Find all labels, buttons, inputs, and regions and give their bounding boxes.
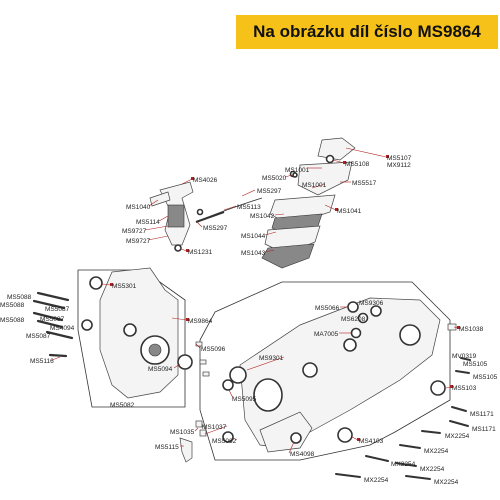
oring-ms5108 (325, 154, 335, 164)
part-label-ms5297b: MS5297 (203, 225, 228, 232)
part-label-ms5087c: MS5087 (26, 333, 51, 340)
part-label-ms5087b: MS5087 (40, 316, 65, 323)
part-label-ms1001b: MS1001 (302, 182, 327, 189)
part-label-ms1037: MS1037 (202, 424, 227, 431)
part-label-ms5082: MS5082 (110, 402, 135, 409)
seal-ma7005 (350, 327, 362, 339)
part-label-mv0319: MV0319 (452, 353, 477, 360)
left-bolt-group (32, 291, 74, 358)
part-label-ms1043: MS1043 (241, 250, 266, 257)
part-label-ms1042: MS1042 (250, 213, 275, 220)
part-label-ms1040: MS1040 (126, 204, 151, 211)
cable-nut-ms5297 (196, 208, 204, 216)
bolt-ms1231 (174, 244, 182, 252)
part-label-ms1041: MS1041 (337, 208, 362, 215)
throttle-cable-end (195, 211, 225, 223)
bearing-ms5066 (347, 301, 359, 313)
bearing-ms5103 (430, 380, 446, 396)
part-label-mx9112: MX9112 (387, 162, 411, 169)
part-label-ms6208: MS6208 (341, 316, 366, 323)
part-label-ms5107: MS5107 (387, 155, 412, 162)
part-label-ms5116: MS5116 (30, 358, 54, 365)
right-crankcase-half (239, 297, 441, 449)
left-case-boss (123, 323, 137, 337)
left-case-bore-inner (148, 343, 162, 357)
part-label-ms9727b: MS9727 (126, 238, 151, 245)
left-crankcase-half (99, 267, 179, 399)
part-label-ms5297a: MS5297 (257, 188, 282, 195)
part-label-ms4026: MS4026 (193, 177, 218, 184)
part-label-ms1171a: MS1171 (470, 411, 494, 418)
part-label-mx2254f: MX2254 (434, 479, 459, 486)
reed-valve-stack (261, 137, 356, 269)
part-label-ms5087a: MS5087 (45, 306, 70, 313)
part-label-ms5088b: MS5088 (0, 302, 25, 309)
part-label-ms5115: MS5115 (155, 444, 179, 451)
part-label-ms1044: MS1044 (241, 233, 266, 240)
part-label-ms4098: MS4098 (290, 451, 315, 458)
part-label-ms1231: MS1231 (188, 249, 213, 256)
bolt-ms5020 (292, 172, 298, 178)
seal-ms4094 (81, 319, 93, 331)
banner-text: Na obrázku díl číslo MS9864 (253, 22, 481, 41)
part-label-mx2254e: MX2254 (364, 477, 389, 484)
carb-body (167, 204, 185, 228)
part-label-ms5113: MS5113 (237, 204, 261, 211)
part-label-ms9306: MS9306 (359, 300, 384, 307)
leader-lines (51, 147, 459, 454)
right-case-small-bore (302, 362, 318, 378)
right-case-crank-bore (253, 378, 283, 412)
part-label-mx2254b: MX2254 (424, 448, 449, 455)
right-bolt-group (335, 357, 471, 480)
part-label-ms5094: MS5094 (148, 366, 173, 373)
bearing-ms5094 (177, 354, 193, 370)
part-label-mx2254a: MX2254 (445, 433, 470, 440)
part-label-ms5066: MS5066 (315, 305, 340, 312)
part-label-ms5114: MS5114 (136, 219, 160, 226)
part-number-banner: Na obrázku díl číslo MS9864 (236, 15, 498, 49)
bracket-ms5115 (179, 437, 193, 463)
bearing-ms5095 (222, 379, 234, 391)
part-label-ms1001a: MS1001 (285, 167, 310, 174)
part-label-mx2254c: MX2254 (391, 461, 416, 468)
right-case-bore-c (343, 338, 357, 352)
right-case-rear-bore (399, 324, 421, 346)
bearing-ms6208 (357, 312, 369, 324)
part-label-ms5108: MS5108 (345, 161, 370, 168)
part-label-ms1171b: MS1171 (472, 426, 496, 433)
leader-markers (110, 155, 460, 441)
part-label-ms5105a: MS5105 (463, 361, 488, 368)
part-label-ms5301: MS5301 (112, 283, 137, 290)
bearing-ms9301 (229, 366, 247, 384)
part-label-ms5020: MS5020 (262, 175, 287, 182)
part-label-ms5062: MS5062 (212, 438, 237, 445)
part-label-ms5088c: MS5088 (0, 317, 25, 324)
dowel-pin-group (195, 323, 457, 437)
part-label-ms1035: MS1035 (170, 429, 195, 436)
bearing-ms9306 (370, 305, 382, 317)
part-label-mx2254d: MX2254 (420, 466, 445, 473)
part-label-ms9727a: MS9727 (122, 228, 147, 235)
part-label-ma7005: MA7005 (314, 331, 339, 338)
part-label-ms9301: MS9301 (259, 355, 284, 362)
right-case-dashed-box (199, 281, 451, 461)
part-label-ms1038: MS1038 (459, 326, 484, 333)
seal-ms4098 (290, 432, 302, 444)
bearing-ms5062 (222, 431, 234, 443)
part-label-ms9864: MS9864 (188, 318, 213, 325)
part-label-ms5088a: MS5088 (7, 294, 32, 301)
bearing-ms5301 (89, 276, 103, 290)
part-label-ms5103: MS5103 (452, 385, 477, 392)
carb-link-arm (149, 191, 171, 207)
part-label-ms5105b: MS5105 (473, 374, 498, 381)
part-label-ms5096: MS5096 (201, 346, 226, 353)
part-label-ms4094: MS4094 (50, 325, 75, 332)
part-label-ms5095: MS5095 (232, 396, 257, 403)
part-label-ms4103: MS4103 (359, 438, 384, 445)
part-label-ms5517: MS5517 (352, 180, 377, 187)
bearing-ms4103 (337, 427, 353, 443)
